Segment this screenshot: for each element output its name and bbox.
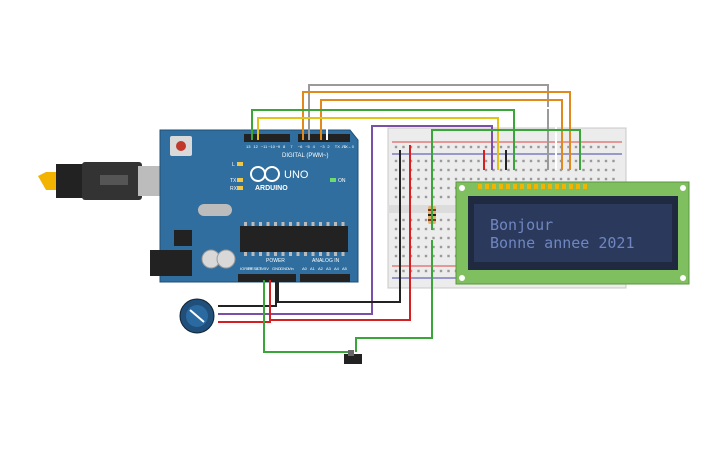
on-label: ON bbox=[338, 178, 346, 184]
analog-header bbox=[300, 274, 350, 282]
wire-green-switch bbox=[263, 280, 350, 353]
wire-green-switch-2 bbox=[355, 240, 433, 352]
lcd-line-2: Bonne annee 2021 bbox=[490, 234, 635, 252]
power-pin-label: 3.3V bbox=[256, 266, 265, 271]
led-tx-label: TX bbox=[230, 178, 237, 184]
analog-pin-label: A3 bbox=[326, 266, 332, 271]
digital-pin-label: ~6 bbox=[298, 144, 303, 149]
digital-header-right bbox=[298, 134, 350, 142]
wires bbox=[218, 84, 581, 353]
wire-white bbox=[326, 107, 557, 170]
usb-cable-icon bbox=[38, 162, 178, 200]
wire-green-2 bbox=[431, 129, 581, 230]
power-pin-label: GND bbox=[272, 266, 281, 271]
tx-led bbox=[237, 178, 243, 182]
l-led bbox=[237, 162, 243, 166]
digital-pin-label: 2 bbox=[327, 144, 330, 149]
power-label: POWER bbox=[266, 258, 285, 264]
slide-switch-icon[interactable] bbox=[344, 350, 362, 364]
wire-black-pot bbox=[218, 280, 277, 307]
digital-pin-label: TX→1 bbox=[335, 144, 347, 149]
digital-pin-label: ~3 bbox=[320, 144, 325, 149]
digital-pin-label: 7 bbox=[290, 144, 293, 149]
microcontroller-chip bbox=[240, 226, 348, 252]
lcd-module: Bonjour Bonne annee 2021 bbox=[455, 181, 690, 285]
digital-pin-label: RX←0 bbox=[342, 144, 355, 149]
digital-pin-label: ~5 bbox=[305, 144, 310, 149]
digital-label: DIGITAL (PWM~) bbox=[282, 153, 329, 159]
digital-pin-label: 4 bbox=[313, 144, 316, 149]
rx-led bbox=[237, 186, 243, 190]
on-led bbox=[330, 178, 336, 182]
digital-pin-label: ~10 bbox=[268, 144, 276, 149]
analog-pin-label: A5 bbox=[342, 266, 348, 271]
wire-red-pot bbox=[218, 280, 271, 323]
digital-header-left bbox=[244, 134, 290, 142]
power-pin-label: GND bbox=[280, 266, 289, 271]
led-rx-label: RX bbox=[230, 186, 238, 192]
capacitor bbox=[216, 249, 236, 269]
digital-pin-label: 12 bbox=[253, 144, 258, 149]
arduino-logo-icon bbox=[250, 166, 280, 182]
wire-orange-2 bbox=[320, 99, 563, 170]
analog-pin-label: A1 bbox=[310, 266, 316, 271]
lcd-line-1: Bonjour bbox=[490, 216, 553, 234]
analog-label: ANALOG IN bbox=[312, 258, 340, 264]
digital-pin-label: 13 bbox=[246, 144, 251, 149]
crystal bbox=[198, 204, 232, 216]
wire-purple-top bbox=[371, 125, 493, 270]
analog-pin-label: A0 bbox=[302, 266, 308, 271]
power-header bbox=[238, 274, 296, 282]
analog-pin-label: A2 bbox=[318, 266, 324, 271]
brand-label: ARDUINO bbox=[255, 185, 288, 192]
power-pin-label: IOREF bbox=[240, 266, 253, 271]
model-label: UNO bbox=[284, 169, 309, 181]
lcd-screen bbox=[474, 204, 672, 262]
digital-pin-label: 8 bbox=[283, 144, 286, 149]
wire-green-1 bbox=[251, 109, 515, 170]
regulator bbox=[174, 230, 192, 246]
led-l-label: L bbox=[232, 162, 235, 168]
power-pin-label: 5V bbox=[264, 266, 269, 271]
power-pin-label: Vin bbox=[288, 266, 294, 271]
potentiometer-icon[interactable] bbox=[179, 298, 215, 334]
wire-yellow bbox=[257, 117, 499, 170]
wire-black-main bbox=[277, 150, 401, 303]
analog-pin-label: A4 bbox=[334, 266, 340, 271]
dc-jack bbox=[150, 250, 192, 276]
digital-pin-label: ~11 bbox=[261, 144, 268, 149]
digital-pin-label: ~9 bbox=[276, 144, 281, 149]
arduino-board: ARDUINO UNO DIGITAL (PWM~) POWER ANALOG … bbox=[150, 129, 359, 283]
power-pin-label: RESET bbox=[248, 266, 262, 271]
wire-gray bbox=[308, 84, 549, 170]
